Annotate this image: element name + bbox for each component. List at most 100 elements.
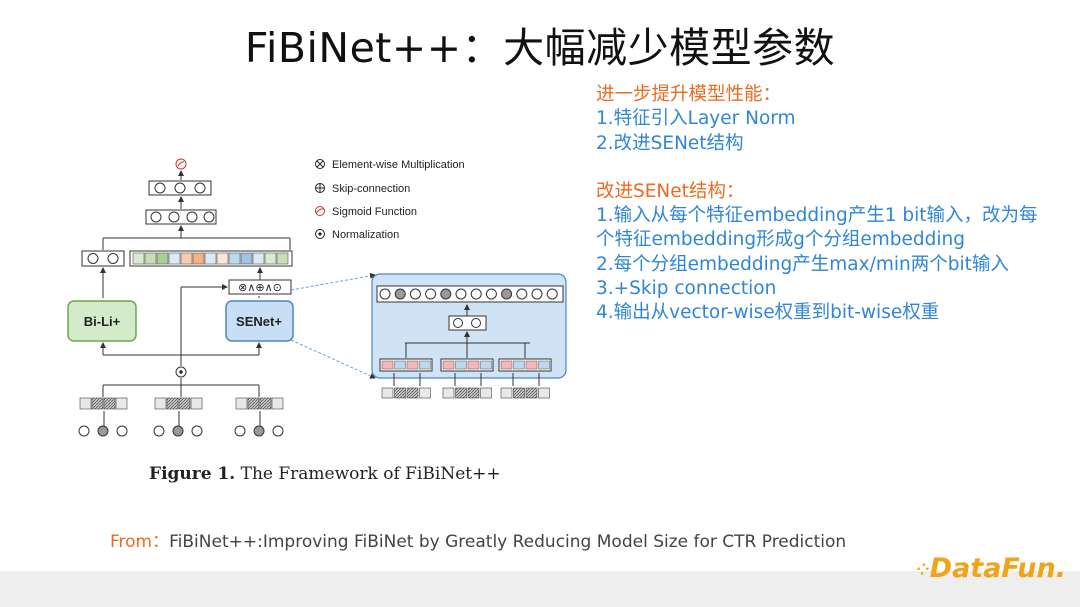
pool-cell bbox=[525, 360, 538, 370]
field-embedding-cell bbox=[271, 397, 284, 410]
detail-embed-cell bbox=[525, 387, 538, 399]
mlp-layer-3 bbox=[148, 180, 212, 196]
detail-embed-cell bbox=[467, 387, 480, 399]
normalization-icon bbox=[315, 229, 325, 239]
input-node bbox=[253, 425, 265, 437]
detail-output-node bbox=[455, 288, 467, 300]
embedding-cell bbox=[240, 252, 253, 265]
input-node bbox=[97, 425, 109, 437]
source-label: From： bbox=[110, 532, 170, 552]
skip-icon bbox=[315, 183, 325, 193]
detail-output-node bbox=[546, 288, 558, 300]
detail-embed-cell bbox=[394, 387, 406, 399]
detail-output-node bbox=[531, 288, 543, 300]
senet-output-row bbox=[129, 250, 293, 267]
input-node bbox=[272, 425, 284, 437]
senet-label: SENet+ bbox=[236, 314, 282, 329]
pool-cell bbox=[513, 360, 525, 370]
caption-text: The Framework of FiBiNet++ bbox=[235, 464, 501, 484]
embedding-cell bbox=[204, 252, 217, 265]
left-network: ⊗∧⊕∧⊙ Bi-Li+ SENet+ bbox=[67, 158, 294, 437]
pool-cell bbox=[442, 360, 455, 370]
field-embedding-cell bbox=[190, 397, 203, 410]
field-embedding-cell bbox=[178, 397, 191, 410]
detail-output-node bbox=[425, 288, 437, 300]
legend-mult: Element-wise Multiplication bbox=[332, 159, 465, 171]
field-embedding-cell bbox=[166, 397, 179, 410]
detail-embed-cell bbox=[455, 387, 467, 399]
detail-pool-row bbox=[379, 358, 552, 372]
multiplication-icon bbox=[315, 159, 325, 169]
bili-output bbox=[81, 250, 125, 267]
input-row bbox=[78, 425, 284, 437]
notes-item: 2.每个分组embedding产生max/min两个bit输入 bbox=[596, 253, 1009, 275]
detail-embed-cell bbox=[381, 387, 394, 399]
field-embedding-cell bbox=[259, 397, 272, 410]
output-sigmoid-node bbox=[175, 158, 187, 170]
detail-embed-cell bbox=[419, 387, 431, 399]
detail-output-node bbox=[501, 288, 513, 300]
input-node bbox=[153, 425, 165, 437]
embedding-row bbox=[79, 397, 284, 430]
notes-item: 2.改进SENet结构 bbox=[596, 132, 744, 154]
embedding-cell bbox=[252, 252, 265, 265]
pool-cell bbox=[419, 360, 431, 370]
detail-embed-row bbox=[381, 373, 550, 399]
input-node bbox=[172, 425, 184, 437]
notes-item: 1.输入从每个特征embedding产生1 bit输入，改为每 bbox=[596, 205, 1038, 227]
notes-item: 个特征embedding形成g个分组embedding bbox=[596, 229, 965, 251]
embedding-cell bbox=[192, 252, 205, 265]
pool-cell bbox=[467, 360, 480, 370]
detail-output-node bbox=[394, 288, 406, 300]
detail-output-node bbox=[440, 288, 452, 300]
footer-bar bbox=[0, 571, 1080, 607]
embedding-cell bbox=[180, 252, 193, 265]
notes-item: 1.特征引入Layer Norm bbox=[596, 108, 796, 130]
legend-norm: Normalization bbox=[332, 229, 399, 241]
ops-label: ⊗∧⊕∧⊙ bbox=[238, 282, 282, 294]
bili-block bbox=[67, 300, 137, 342]
notes-panel: 进一步提升模型性能： 1.特征引入Layer Norm 2.改进SENet结构 … bbox=[596, 83, 1076, 326]
detail-output-node bbox=[409, 288, 421, 300]
field-embedding-cell bbox=[103, 397, 116, 410]
detail-output-node bbox=[379, 288, 391, 300]
legend-sigmoid: Sigmoid Function bbox=[332, 206, 417, 218]
source-text: FiBiNet++:Improving FiBiNet by Greatly R… bbox=[169, 532, 847, 552]
embedding-cell bbox=[228, 252, 241, 265]
input-node bbox=[191, 425, 203, 437]
embedding-cell bbox=[264, 252, 277, 265]
input-node bbox=[78, 425, 90, 437]
pool-cell bbox=[394, 360, 406, 370]
mlp-layer-4 bbox=[145, 209, 217, 225]
field-embedding-cell bbox=[154, 397, 167, 410]
embedding-cell bbox=[168, 252, 181, 265]
input-node bbox=[234, 425, 246, 437]
detail-embed-cell bbox=[406, 387, 419, 399]
detail-output-row bbox=[376, 285, 564, 303]
embedding-cell bbox=[144, 252, 157, 265]
embedding-cell bbox=[132, 252, 145, 265]
detail-output-nodes bbox=[379, 288, 558, 300]
detail-embed-cell bbox=[480, 387, 492, 399]
senet-detail-panel bbox=[371, 273, 567, 399]
input-node bbox=[116, 425, 128, 437]
bili-label: Bi-Li+ bbox=[84, 314, 121, 329]
pool-cell bbox=[538, 360, 550, 370]
senet-block bbox=[225, 300, 294, 342]
pool-cell bbox=[455, 360, 467, 370]
page-title: FiBiNet++：大幅减少模型参数 bbox=[244, 24, 836, 72]
field-embedding-cell bbox=[115, 397, 128, 410]
detail-output-node bbox=[516, 288, 528, 300]
notes-item: 3.+Skip connection bbox=[596, 278, 777, 300]
pool-cell bbox=[381, 360, 394, 370]
field-embedding-cell bbox=[91, 397, 104, 410]
field-embedding-cell bbox=[79, 397, 92, 410]
notes-heading-2: 改进SENet结构： bbox=[596, 180, 745, 202]
embedding-cell bbox=[276, 252, 289, 265]
figure-caption: Figure 1. The Framework of FiBiNet++ bbox=[149, 464, 501, 484]
detail-group-lines bbox=[405, 343, 526, 358]
source-citation: From：FiBiNet++:Improving FiBiNet by Grea… bbox=[110, 527, 846, 552]
pool-cell bbox=[500, 360, 513, 370]
embedding-cell bbox=[156, 252, 169, 265]
